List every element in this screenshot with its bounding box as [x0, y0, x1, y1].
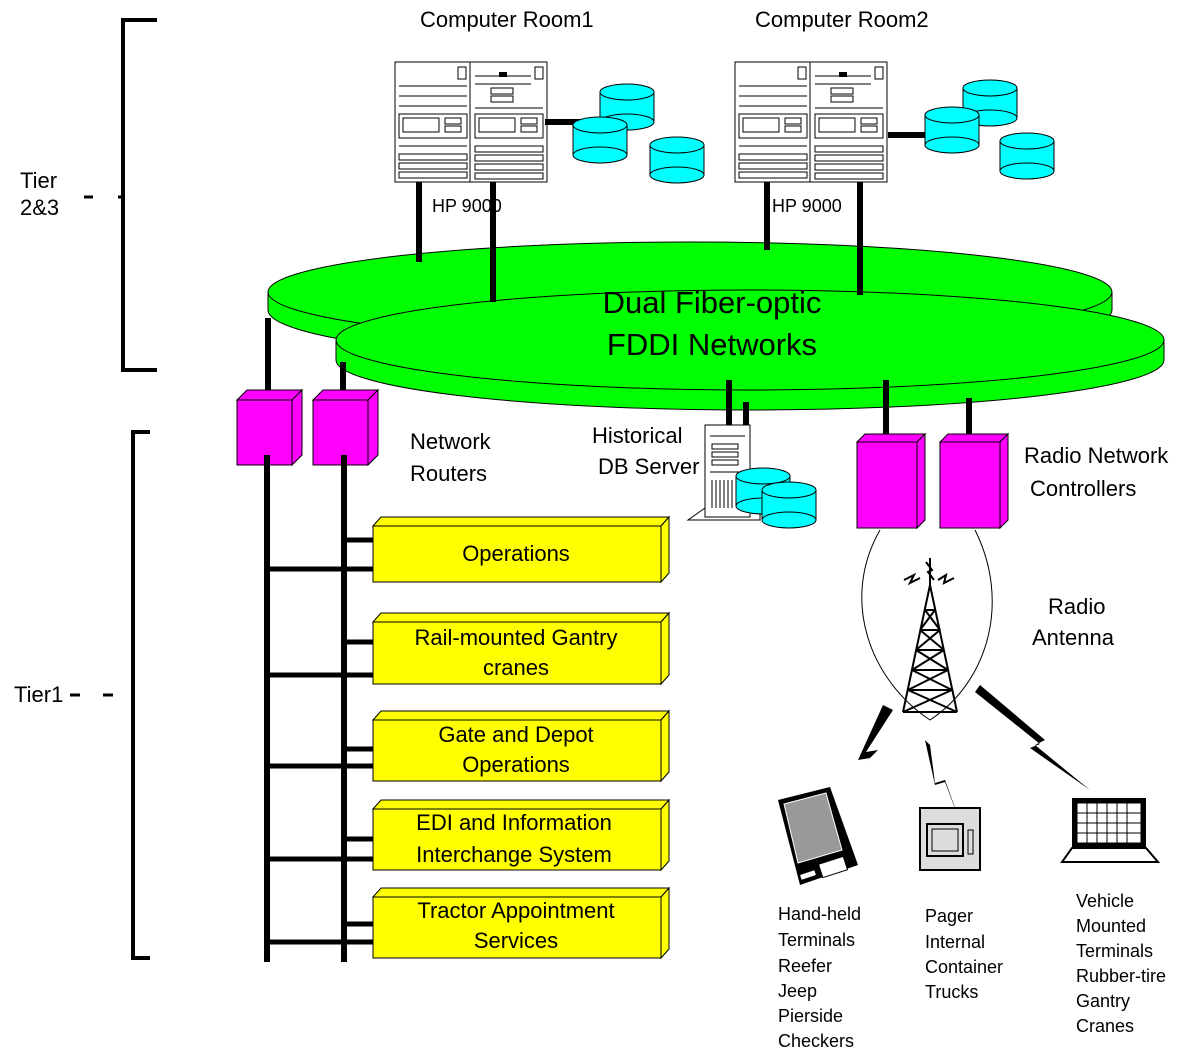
wireless-bolt-handheld: [822, 705, 893, 806]
radio-controllers-label-1: Radio Network: [1024, 443, 1169, 468]
system-box-gate-depot: Gate and Depot Operations: [371, 709, 671, 783]
svg-text:Vehicle: Vehicle: [1076, 891, 1134, 911]
pager-caption: Pager Internal Container Trucks: [925, 906, 1003, 1002]
svg-text:Rubber-tire: Rubber-tire: [1076, 966, 1166, 986]
computer-room-2-title: Computer Room2: [755, 7, 929, 32]
historical-db-label-1: Historical: [592, 423, 682, 448]
handheld-terminal-icon: [778, 787, 858, 885]
wireless-bolt-vehicle: [975, 685, 1090, 790]
svg-text:Gantry: Gantry: [1076, 991, 1130, 1011]
radio-antenna-label-1: Radio: [1048, 594, 1105, 619]
hp9000-server-1: [394, 61, 548, 183]
radio-controller-2: [938, 432, 1010, 530]
svg-text:Pager: Pager: [925, 906, 973, 926]
svg-text:Trucks: Trucks: [925, 982, 978, 1002]
routers-label-2: Routers: [410, 461, 487, 486]
system-box-tractor: Tractor Appointment Services: [371, 886, 671, 960]
fddi-label-1: Dual Fiber-optic: [603, 285, 822, 320]
radio-antenna-icon: [902, 558, 958, 713]
routers-label-1: Network: [410, 429, 492, 454]
svg-text:Checkers: Checkers: [778, 1031, 854, 1051]
disk-array-1: [572, 83, 705, 184]
server-1-label: HP 9000: [432, 196, 502, 216]
network-router-2: [312, 389, 379, 466]
server-2-label: HP 9000: [772, 196, 842, 216]
fddi-label-2: FDDI Networks: [607, 327, 817, 362]
system-box-edi: EDI and Information Interchange System: [371, 798, 671, 872]
tier-upper-label-1: Tier: [20, 168, 57, 193]
system-label-2: Services: [474, 928, 558, 953]
wireless-bolt-pager: [925, 740, 965, 835]
radio-antenna-label-2: Antenna: [1032, 625, 1115, 650]
svg-text:Reefer: Reefer: [778, 956, 832, 976]
disk-array-2: [924, 79, 1055, 180]
historical-db-label-2: DB Server: [598, 454, 699, 479]
tier-1-bracket: [70, 430, 150, 960]
system-label-1: EDI and Information: [416, 810, 612, 835]
radio-controllers-label-2: Controllers: [1030, 476, 1136, 501]
system-label-2: Operations: [462, 752, 570, 777]
system-label-1: Tractor Appointment: [417, 898, 614, 923]
svg-text:Jeep: Jeep: [778, 981, 817, 1001]
tier-lower-label: Tier1: [14, 682, 63, 707]
svg-text:Internal: Internal: [925, 932, 985, 952]
system-label-2: cranes: [483, 655, 549, 680]
svg-text:Terminals: Terminals: [778, 930, 855, 950]
svg-text:Cranes: Cranes: [1076, 1016, 1134, 1036]
system-label-1: Rail-mounted Gantry: [415, 625, 618, 650]
svg-text:Terminals: Terminals: [1076, 941, 1153, 961]
historical-db-server: [686, 424, 817, 529]
hp9000-server-2: [734, 61, 888, 183]
radio-coverage-lens: [861, 529, 993, 721]
svg-text:Pierside: Pierside: [778, 1006, 843, 1026]
system-label-2: Interchange System: [416, 842, 612, 867]
handheld-caption: Hand-held Terminals Reefer Jeep Pierside…: [778, 904, 861, 1051]
network-router-1: [236, 389, 303, 466]
system-box-operations: Operations: [371, 515, 671, 584]
pager-icon: [919, 807, 981, 871]
vehicle-caption: Vehicle Mounted Terminals Rubber-tire Ga…: [1076, 891, 1166, 1036]
vehicle-terminal-icon: [1060, 798, 1161, 863]
svg-text:Mounted: Mounted: [1076, 916, 1146, 936]
computer-room-1-title: Computer Room1: [420, 7, 594, 32]
system-label-1: Gate and Depot: [438, 722, 593, 747]
fddi-ring-front: [335, 289, 1165, 411]
system-box-gantry: Rail-mounted Gantry cranes: [371, 611, 671, 686]
tier-2-3-bracket: [84, 18, 157, 372]
radio-controller-1: [855, 432, 927, 530]
system-label: Operations: [462, 541, 570, 566]
svg-text:Hand-held: Hand-held: [778, 904, 861, 924]
svg-text:Container: Container: [925, 957, 1003, 977]
tier-upper-label-2: 2&3: [20, 195, 59, 220]
